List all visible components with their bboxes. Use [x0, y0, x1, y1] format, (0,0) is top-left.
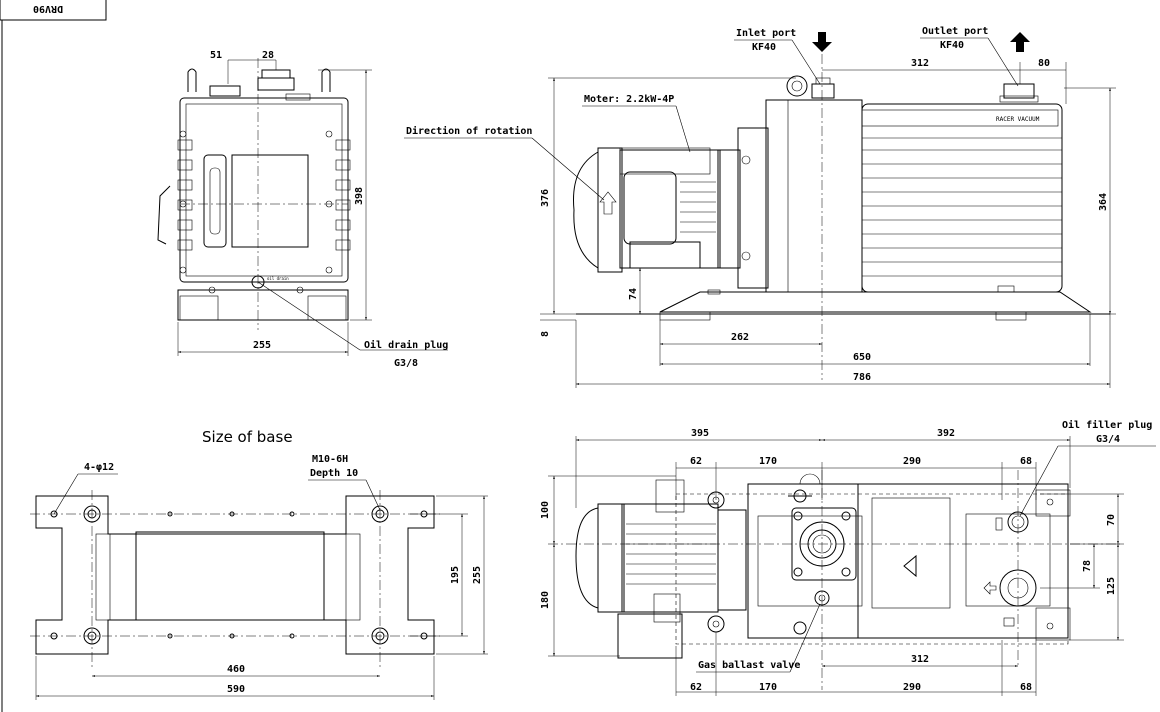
inlet-port-spec: KF40: [752, 42, 776, 53]
dim-top-100: 100: [540, 501, 551, 519]
base-title: Size of base: [202, 428, 293, 446]
bolt-icon: [179, 130, 333, 274]
dim-side-262: 262: [731, 332, 749, 343]
dim-top-395: 395: [691, 428, 709, 439]
drain-tag: oil drain: [267, 276, 289, 281]
dim-side-80: 80: [1038, 58, 1050, 69]
arrow-up-icon: [1010, 32, 1030, 52]
dim-base-195: 195: [450, 566, 461, 584]
dim-top-170: 170: [759, 456, 777, 467]
dim-top-68: 68: [1020, 456, 1032, 467]
title-block: DRV90: [0, 0, 107, 712]
motor-label: Moter: 2.2kW-4P: [584, 94, 674, 105]
dim-base-590: 590: [227, 684, 245, 695]
oil-filler-label: Oil filler plug: [1062, 419, 1152, 431]
dim-base-460: 460: [227, 664, 245, 675]
rotation-arrow-icon: [599, 191, 617, 215]
model-label: DRV90: [33, 3, 63, 14]
outlet-port-spec: KF40: [940, 40, 964, 51]
gas-ballast-label: Gas ballast valve: [698, 660, 800, 671]
dim-side-376: 376: [540, 189, 551, 207]
dim-side-312: 312: [911, 58, 929, 69]
dim-top-70: 70: [1106, 514, 1117, 526]
dim-bot-290: 290: [903, 682, 921, 693]
dim-front-255: 255: [253, 340, 271, 351]
inlet-port-label: Inlet port: [736, 28, 796, 39]
dim-top-180: 180: [540, 591, 551, 609]
dim-bot-170: 170: [759, 682, 777, 693]
arrow-down-icon: [812, 32, 832, 52]
dim-top-62: 62: [690, 456, 702, 467]
dim-top-78: 78: [1082, 560, 1093, 572]
brand-label: RACER VACUUM: [996, 116, 1040, 123]
base-view: Size of base 4-φ12 M10-6H Depth 10 46: [30, 428, 488, 700]
dim-top-392: 392: [937, 428, 955, 439]
dim-front-398: 398: [354, 187, 365, 205]
dim-bot-68: 68: [1020, 682, 1032, 693]
dim-base-255: 255: [472, 566, 483, 584]
holes-label: 4-φ12: [84, 462, 114, 473]
arrow-left-icon: [983, 581, 997, 595]
rotation-label: Direction of rotation: [406, 125, 532, 137]
oil-drain-label: Oil drain plug: [364, 339, 448, 351]
side-view: Inlet port KF40 Outlet port KF40 RACER V…: [404, 26, 1116, 388]
dim-side-650: 650: [853, 352, 871, 363]
dim-top-290: 290: [903, 456, 921, 467]
dim-side-786: 786: [853, 372, 871, 383]
dim-top-312: 312: [911, 654, 929, 665]
top-view: 395 392 62 170 290 68 100 180: [540, 419, 1156, 696]
oil-drain-spec: G3/8: [394, 358, 418, 369]
dim-front-28: 28: [262, 50, 274, 61]
depth-label: Depth 10: [310, 468, 358, 479]
warning-icon: [903, 554, 917, 578]
front-view: oil drain 51 28 398 255 Oil drain plug G…: [157, 50, 448, 369]
dim-side-8: 8: [540, 331, 551, 337]
dim-side-364: 364: [1098, 193, 1109, 211]
dim-bot-62: 62: [690, 682, 702, 693]
oil-filler-spec: G3/4: [1096, 434, 1120, 445]
thread-label: M10-6H: [312, 454, 348, 465]
mount-hole-icon: [50, 505, 428, 645]
dim-top-125: 125: [1106, 577, 1117, 595]
dim-front-51: 51: [210, 50, 222, 61]
dim-side-74: 74: [628, 288, 639, 300]
outlet-port-label: Outlet port: [922, 26, 988, 37]
